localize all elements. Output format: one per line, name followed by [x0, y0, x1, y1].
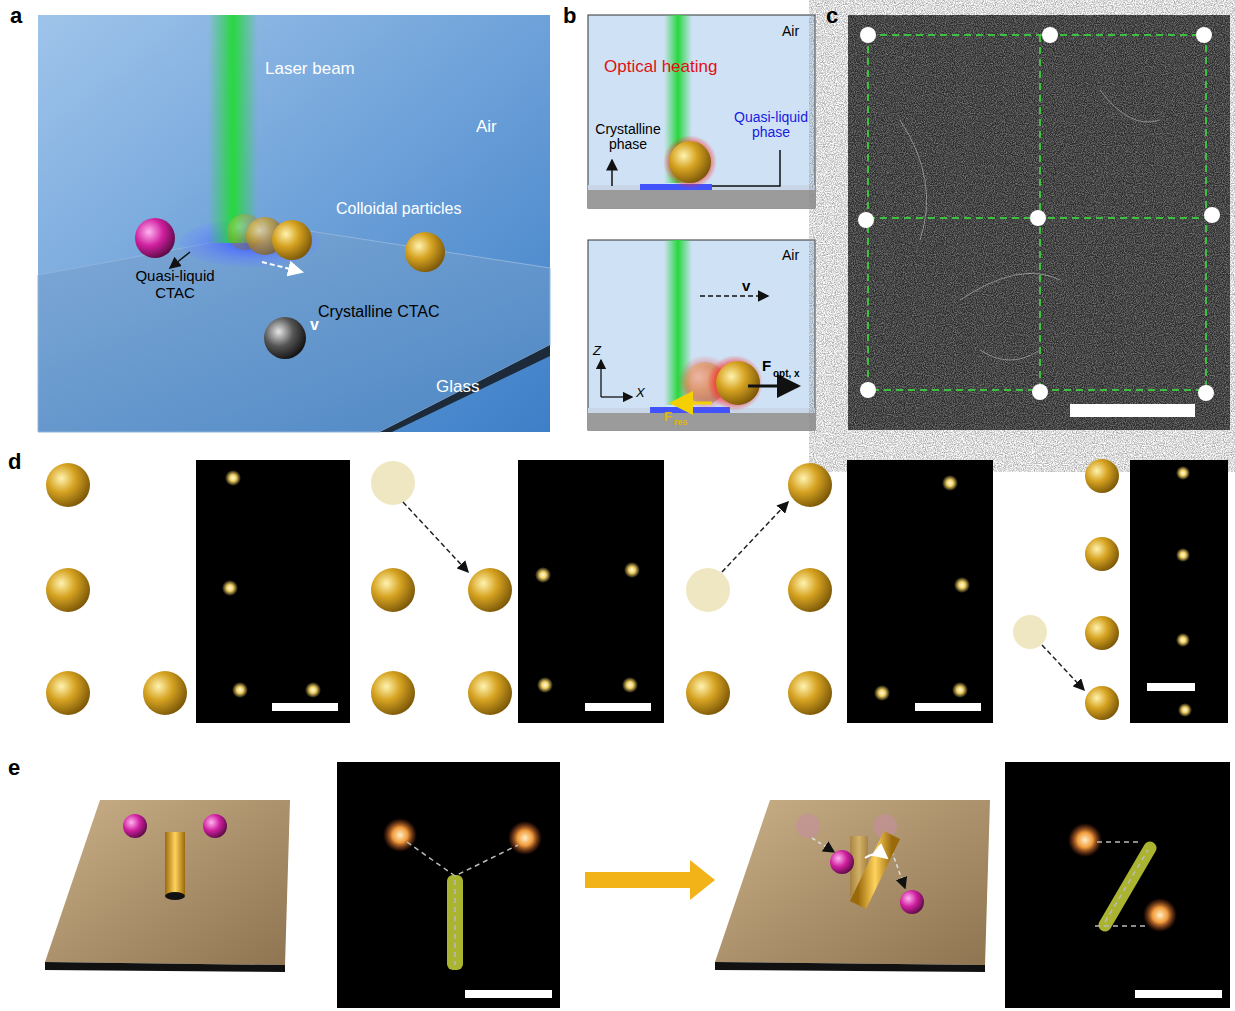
- phase-label: Quasi-liquid phase: [730, 110, 812, 141]
- velocity-label: v: [310, 316, 319, 334]
- medium-label: Air: [476, 118, 497, 137]
- substrate-label: Glass: [436, 378, 479, 397]
- axis-label: Z: [593, 344, 601, 358]
- process-label: Optical heating: [604, 58, 717, 77]
- axis-label: X: [636, 386, 645, 400]
- panel-letter: a: [10, 4, 22, 28]
- particle-label: Colloidal particles: [336, 200, 461, 218]
- force-label: F: [762, 358, 771, 375]
- phase-label: Quasi-liquid CTAC: [120, 268, 230, 301]
- panel-letter: b: [563, 4, 576, 28]
- velocity-label: v: [742, 278, 750, 295]
- phase-label: Crystalline phase: [592, 122, 664, 153]
- medium-label: Air: [782, 24, 799, 39]
- medium-label: Air: [782, 248, 799, 263]
- force-label: F: [664, 410, 672, 424]
- phase-label: Crystalline CTAC: [318, 303, 440, 321]
- beam-label: Laser beam: [265, 60, 355, 79]
- force-subscript: res: [674, 418, 688, 428]
- panel-letter: c: [826, 4, 838, 28]
- force-subscript: opt, x: [773, 368, 800, 379]
- panel-letter: d: [8, 450, 21, 474]
- panel-letter: e: [8, 756, 20, 780]
